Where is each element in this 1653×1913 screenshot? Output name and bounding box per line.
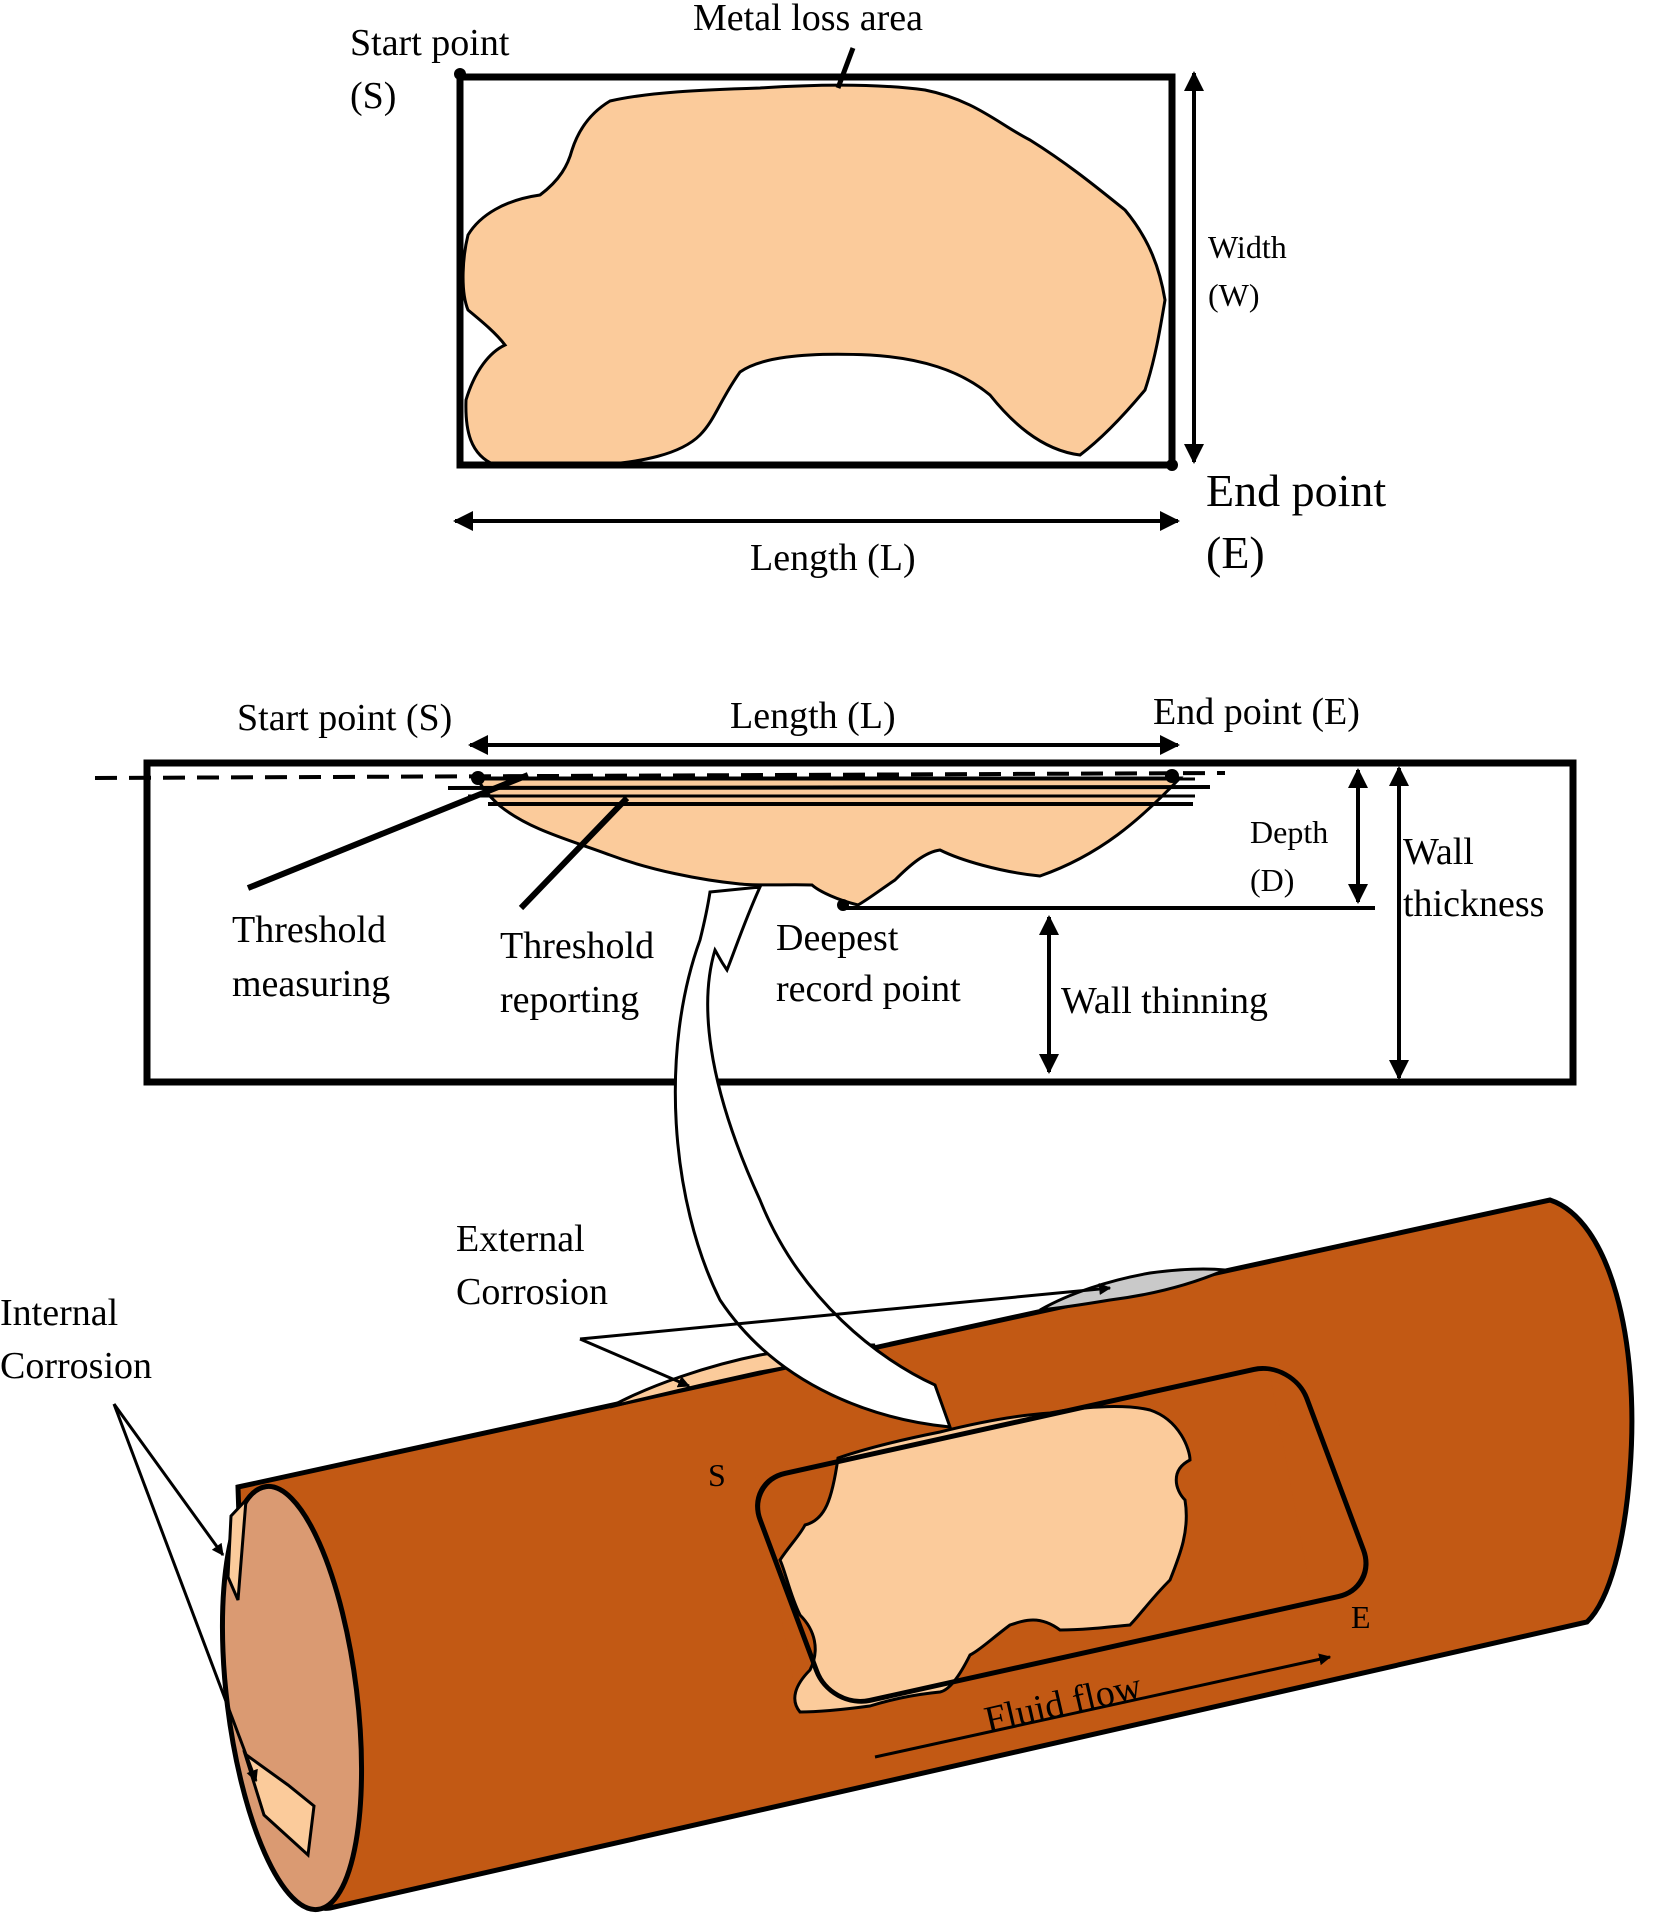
metal-loss-area-shape bbox=[461, 83, 1167, 467]
threshold-line-2 bbox=[447, 785, 1211, 790]
callout-connector bbox=[673, 885, 953, 1429]
threshold-reporting-line1: Threshold bbox=[500, 925, 654, 967]
external-leader-right bbox=[579, 1283, 1112, 1341]
threshold-measuring-line1: Threshold bbox=[232, 909, 386, 951]
top-start-point-label: Start point bbox=[350, 22, 510, 64]
wall-section-box bbox=[143, 759, 1577, 1086]
metal-loss-leader bbox=[835, 47, 856, 89]
thickness-label: thickness bbox=[1403, 883, 1544, 925]
section-view: Start point (S) Length (L) End point (E)… bbox=[94, 691, 1577, 1086]
top-length-label: Length (L) bbox=[750, 537, 916, 579]
internal-corrosion-line1: Internal bbox=[0, 1292, 118, 1334]
start-point-marker bbox=[454, 68, 466, 80]
section-end-marker bbox=[1165, 769, 1179, 783]
width-label: Width bbox=[1208, 229, 1287, 265]
pipe-defect-window bbox=[755, 1366, 1369, 1704]
top-end-point-abbr: (E) bbox=[1206, 527, 1265, 578]
section-defect-shape bbox=[476, 776, 1184, 907]
deepest-line2: record point bbox=[776, 968, 961, 1010]
wall-thinning-label: Wall thinning bbox=[1061, 980, 1268, 1022]
top-start-point-abbr: (S) bbox=[350, 75, 396, 117]
top-end-point-label: End point bbox=[1206, 465, 1386, 516]
threshold-measuring-leader bbox=[246, 772, 530, 891]
fluid-flow-arrow bbox=[874, 1653, 1332, 1759]
pipe-s-label: S bbox=[708, 1457, 726, 1493]
section-start-marker bbox=[471, 771, 485, 785]
external-corrosion-line2: Corrosion bbox=[456, 1271, 608, 1313]
depth-label: Depth bbox=[1250, 814, 1328, 850]
section-end-label: End point (E) bbox=[1153, 691, 1360, 733]
external-leader-left bbox=[579, 1337, 691, 1388]
internal-leader-top bbox=[112, 1403, 225, 1556]
section-length-label: Length (L) bbox=[730, 695, 896, 737]
depth-abbr: (D) bbox=[1250, 862, 1294, 898]
width-abbr: (W) bbox=[1208, 277, 1260, 313]
threshold-reporting-leader bbox=[518, 795, 630, 911]
surface-dashed-line bbox=[94, 771, 1226, 780]
threshold-measuring-line2: measuring bbox=[232, 963, 390, 1005]
internal-corrosion-top bbox=[226, 1495, 248, 1601]
end-point-marker bbox=[1166, 459, 1178, 471]
window-defect-shape bbox=[778, 1405, 1192, 1714]
top-view: Start point (S) Metal loss area Width (W… bbox=[350, 0, 1386, 579]
deepest-line1: Deepest bbox=[776, 917, 899, 959]
metal-loss-label: Metal loss area bbox=[693, 0, 923, 39]
external-corrosion-right bbox=[1039, 1267, 1226, 1312]
wall-label: Wall bbox=[1403, 831, 1474, 873]
internal-corrosion-bottom bbox=[242, 1750, 316, 1859]
internal-corrosion-line2: Corrosion bbox=[0, 1345, 152, 1387]
external-corrosion-line1: External bbox=[456, 1218, 585, 1260]
section-start-label: Start point (S) bbox=[237, 697, 452, 739]
pipe-view: External Corrosion Internal Corrosion S … bbox=[0, 885, 1635, 1913]
pipe-e-label: E bbox=[1351, 1599, 1371, 1635]
threshold-reporting-line2: reporting bbox=[500, 979, 639, 1021]
internal-leader-bottom bbox=[112, 1403, 258, 1783]
defect-bounding-box bbox=[456, 73, 1176, 469]
